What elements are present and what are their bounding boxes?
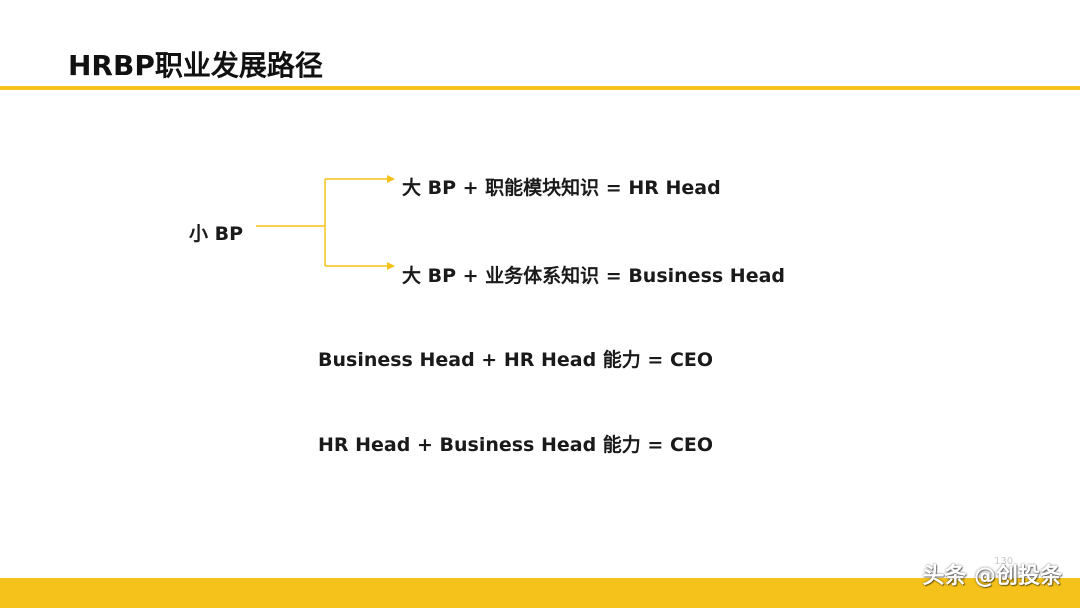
equation-business-to-ceo: Business Head + HR Head 能力 = CEO	[318, 349, 714, 371]
node-business-head-path: 大 BP + 业务体系知识 = Business Head	[402, 265, 786, 287]
title-underline	[0, 86, 1080, 90]
slide-title: HRBP职业发展路径	[68, 49, 323, 82]
watermark: 头条 @创投条	[922, 564, 1062, 589]
page-number: 130	[994, 556, 1014, 567]
node-hr-head-path: 大 BP + 职能模块知识 = HR Head	[402, 177, 721, 199]
footer-bar	[0, 578, 1080, 608]
equation-hr-to-ceo: HR Head + Business Head 能力 = CEO	[318, 434, 714, 456]
node-small-bp: 小 BP	[189, 223, 244, 245]
